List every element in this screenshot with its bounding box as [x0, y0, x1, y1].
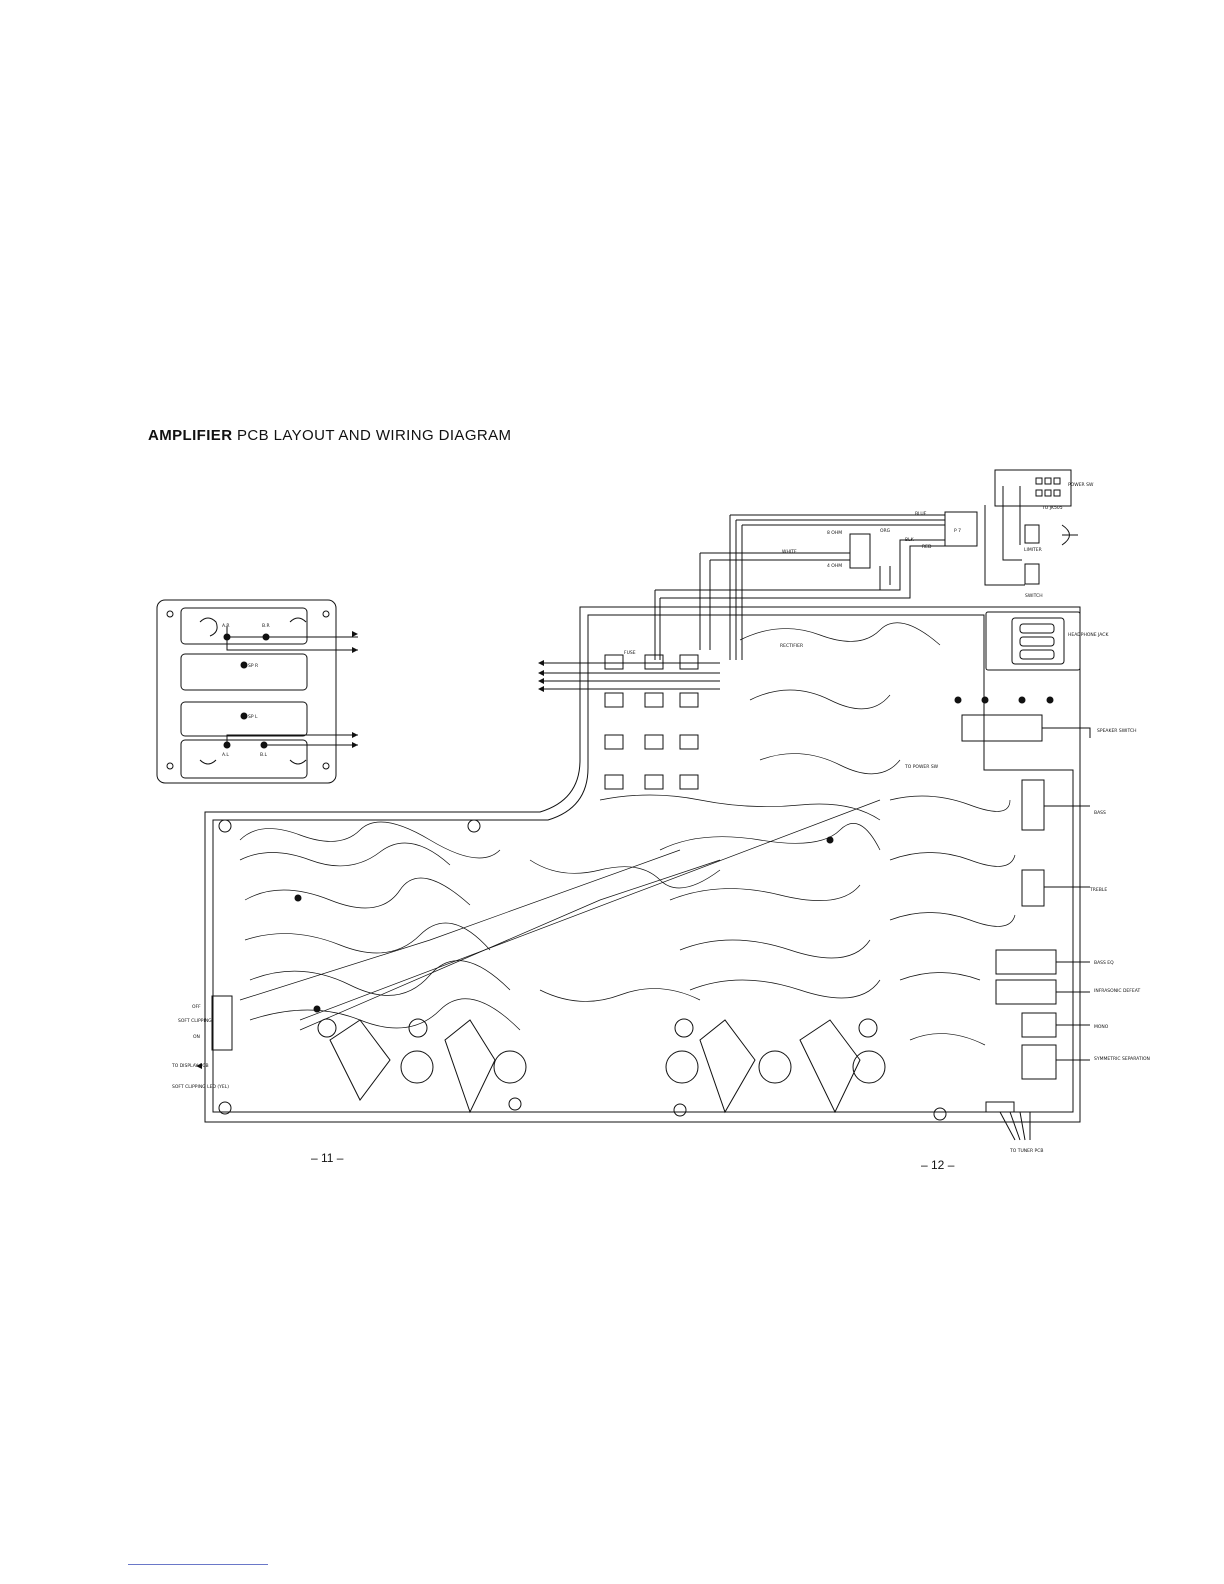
page-title: AMPLIFIER PCB LAYOUT AND WIRING DIAGRAM [148, 427, 511, 444]
label-bl: B.L [260, 752, 268, 758]
label-white: WHITE [782, 549, 797, 555]
label-to-display-pcb: TO DISPLAY PCB [171, 1063, 209, 1069]
label-p7: P 7 [954, 528, 961, 534]
label-soft-clipping: SOFT CLIPPING [178, 1018, 212, 1024]
footer-rule [128, 1564, 268, 1565]
label-on: ON [193, 1034, 200, 1040]
label-to-tuner-pcb: TO TUNER PCB [1009, 1148, 1043, 1154]
output-wiring-harness [654, 511, 978, 660]
label-blk: BLK [905, 537, 915, 543]
power-transistor-cutouts [218, 819, 947, 1121]
component-pads [294, 696, 1054, 1013]
main-pcb-outline [204, 606, 1081, 1123]
label-4ohm: 4 OHM [827, 563, 842, 569]
label-al: A.L [222, 752, 229, 758]
label-bass-eq: BASS EQ [1094, 960, 1114, 966]
page-number-left: – 11 – [311, 1151, 344, 1165]
label-ar: A.R [222, 623, 230, 629]
label-infrasonic-defeat: INFRASONIC DEFEAT [1094, 988, 1140, 994]
label-blue: BLUE [915, 511, 927, 517]
signal-arrows [196, 631, 544, 1069]
page-number-right: – 12 – [921, 1158, 955, 1172]
label-soft-clipping-led: SOFT CLIPPING LED (YEL) [172, 1084, 229, 1090]
label-sp-l: SP L [248, 714, 258, 720]
label-rectifier: RECTIFIER [780, 643, 803, 649]
pcb-traces [239, 622, 1016, 1046]
label-to-power-sw: TO POWER SW [904, 764, 939, 770]
label-limiter: LIMITER [1024, 547, 1042, 553]
label-off: OFF [192, 1004, 201, 1010]
tone-switch-components [211, 714, 1091, 1141]
fuse-blocks [540, 654, 720, 790]
headphone-jack-component [1011, 617, 1065, 665]
label-org: ORG [880, 528, 891, 534]
label-switch: SWITCH [1025, 593, 1043, 599]
label-to-jk505: TO JK505 [1041, 505, 1063, 511]
label-sp-r: SP R [248, 663, 258, 669]
label-8ohm: 8 OHM [827, 530, 842, 536]
label-speaker-switch: SPEAKER SWITCH [1097, 728, 1137, 734]
label-power-sw: POWER SW [1068, 482, 1094, 488]
label-red: RED [922, 544, 932, 550]
label-mono: MONO [1094, 1024, 1109, 1030]
label-bass: BASS [1094, 810, 1106, 816]
label-fuse: FUSE [624, 650, 636, 656]
label-treble: TREBLE [1089, 887, 1107, 893]
label-headphone-jack: HEADPHONE JACK [1068, 632, 1109, 638]
speaker-terminal-board [156, 599, 358, 784]
diagram-labels: POWER SW TO JK505 LIMITER SWITCH HEADPHO… [171, 482, 1150, 1154]
label-separation: SYMMETRIC SEPARATION [1094, 1056, 1150, 1062]
label-br: B.R [262, 623, 270, 629]
page-title-rest: PCB LAYOUT AND WIRING DIAGRAM [232, 427, 512, 444]
power-switch-block [984, 469, 1078, 586]
page-title-bold: AMPLIFIER [148, 427, 233, 444]
